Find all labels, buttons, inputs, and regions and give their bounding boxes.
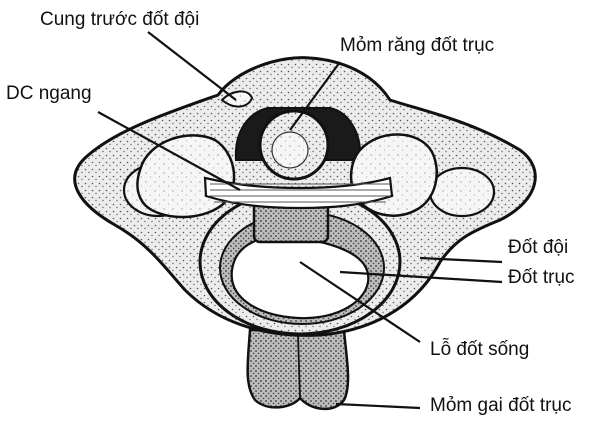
label-dens-axis: Mỏm răng đốt trục (340, 36, 494, 55)
label-atlas: Đốt đội (508, 238, 568, 257)
label-transverse-ligament: DC ngang (6, 84, 92, 103)
leader-spinous-process (336, 404, 420, 408)
label-anterior-arch-atlas: Cung trước đốt đội (40, 10, 199, 29)
label-vertebral-foramen: Lỗ đốt sống (430, 340, 529, 359)
label-spinous-process-axis: Mỏm gai đốt trục (430, 396, 572, 415)
spinous-process-shape (248, 330, 348, 409)
leader-anterior-arch (148, 32, 236, 100)
label-axis: Đốt trục (508, 268, 575, 287)
